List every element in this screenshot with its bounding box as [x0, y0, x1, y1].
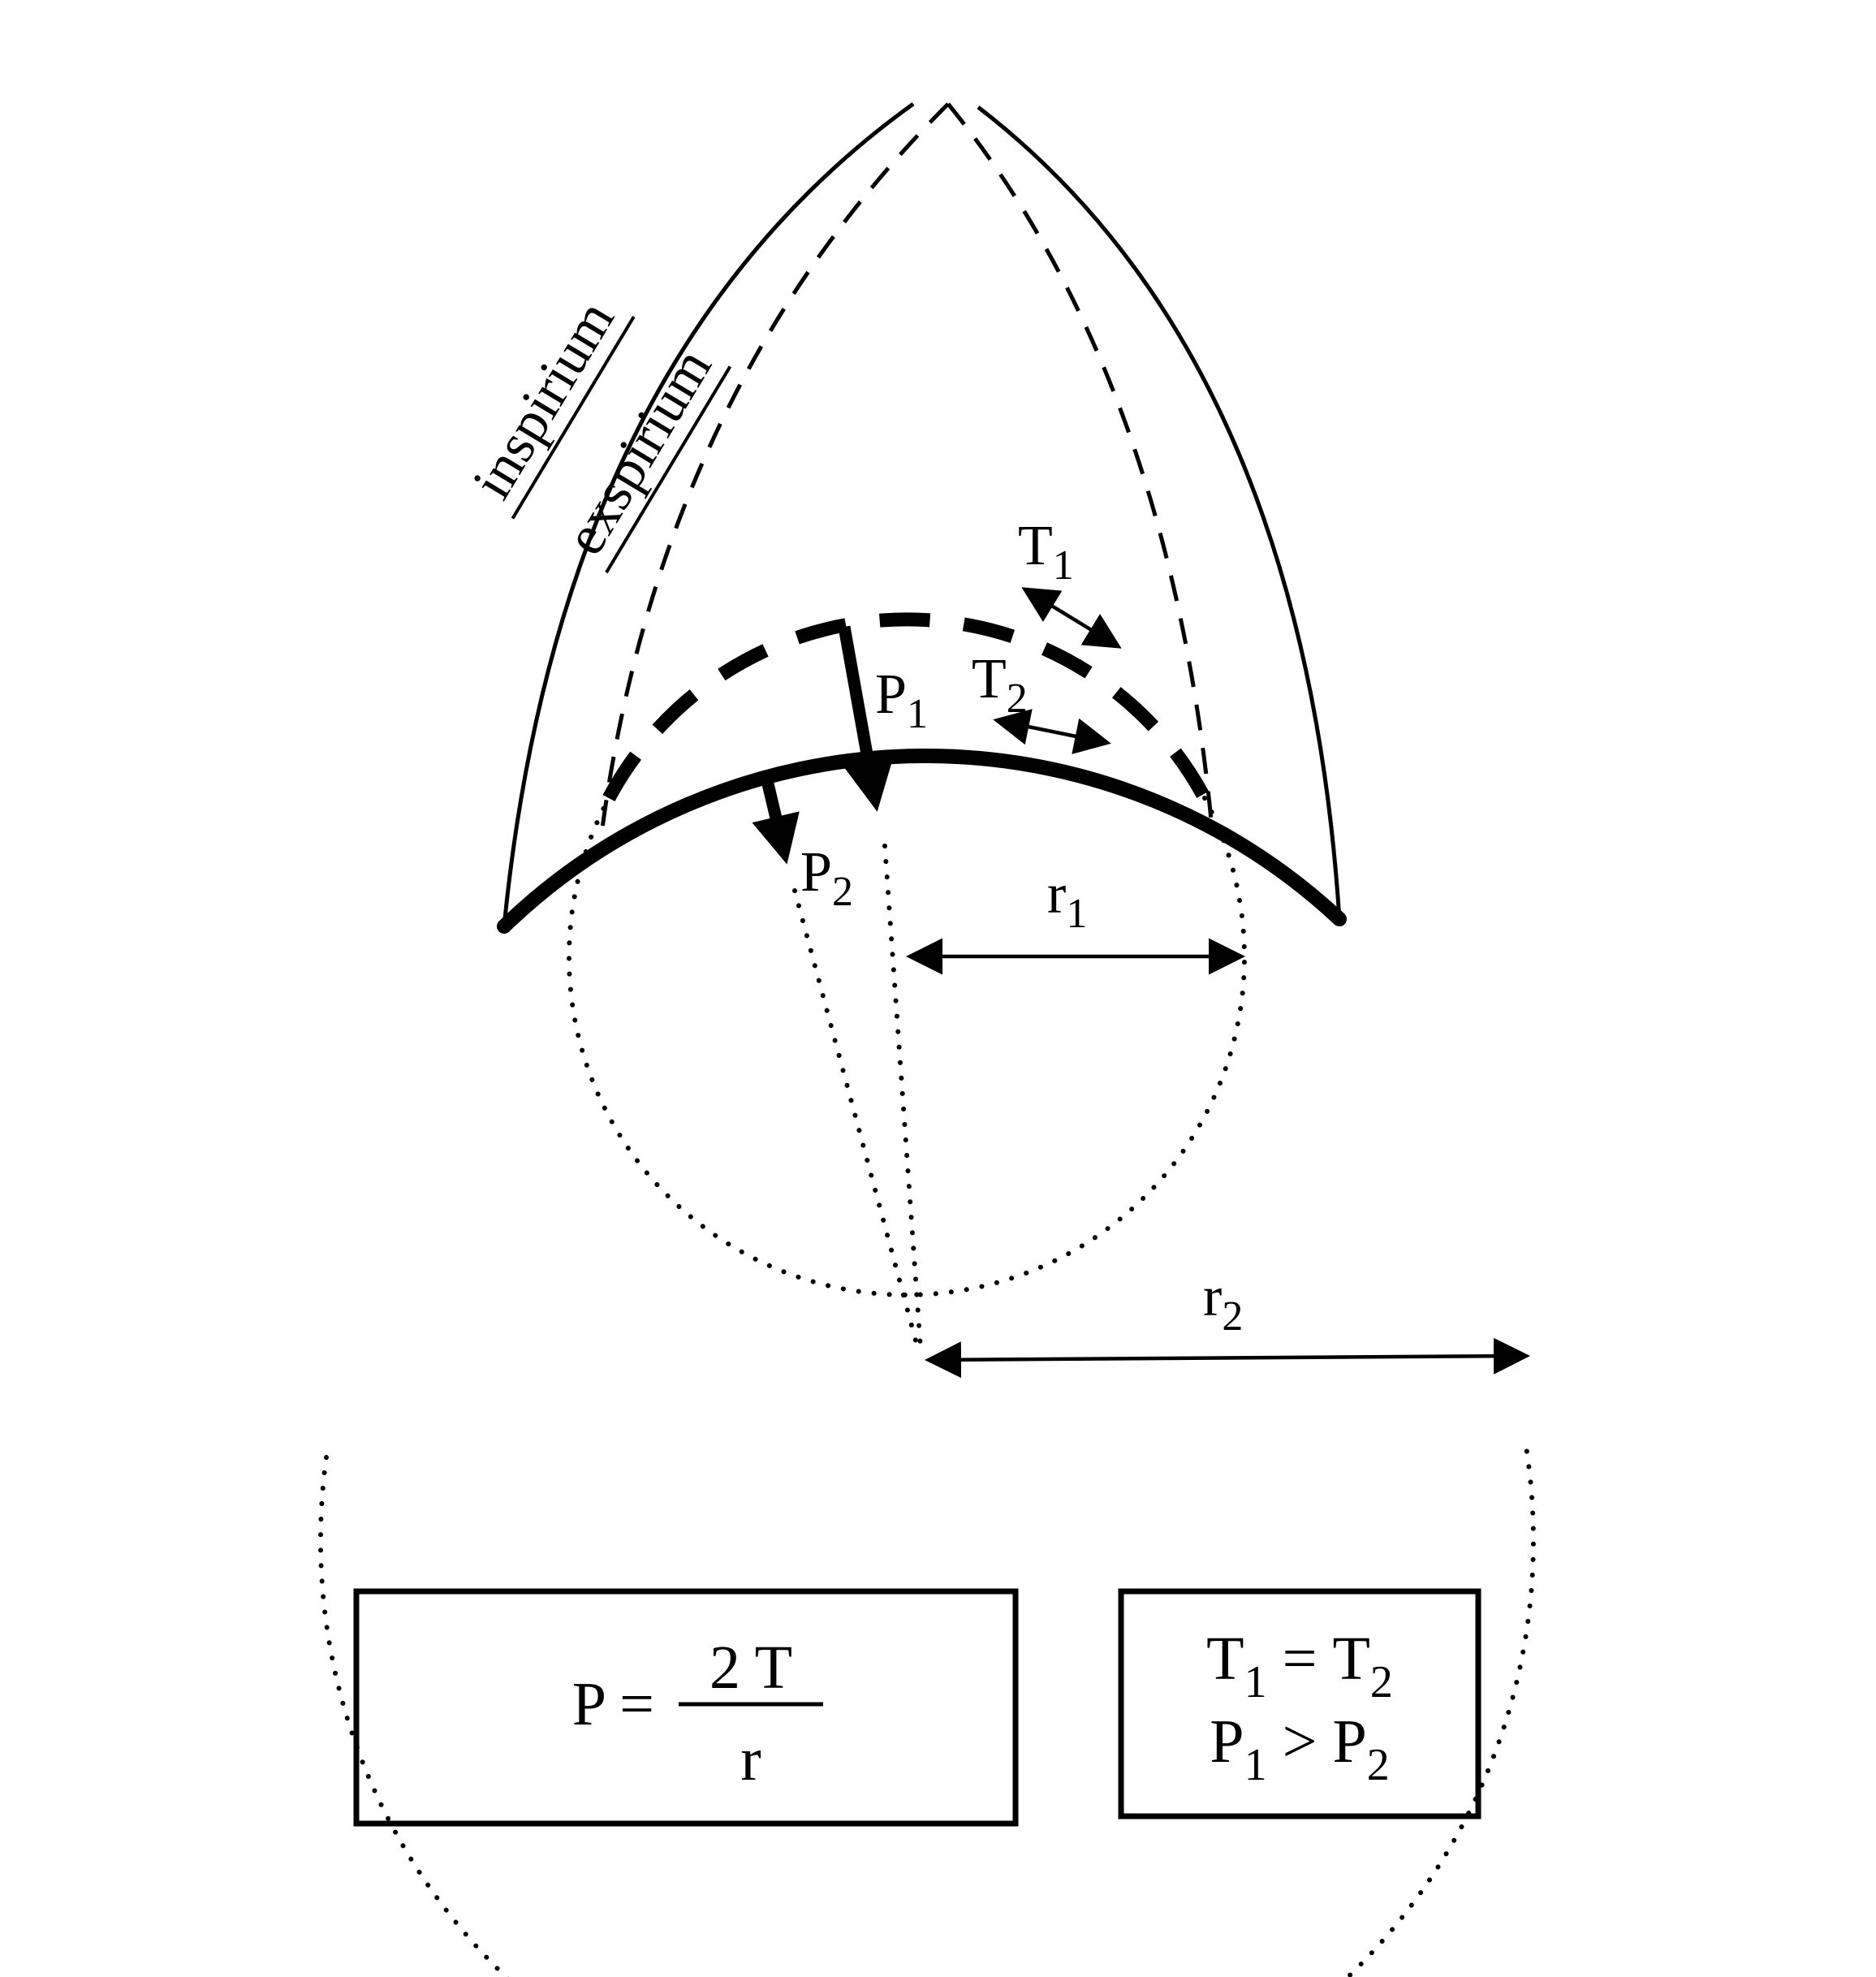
t2-tension-arrow	[993, 709, 1111, 754]
relations-box	[1118, 1588, 1481, 1819]
r2-label: r2	[1203, 1266, 1243, 1340]
relation-line-2: P1 > P2	[1210, 1707, 1389, 1790]
r2-radius-arrow	[925, 1337, 1530, 1379]
small-radius-dotted-circle	[567, 796, 1247, 1297]
formula-box-group: P = 2 T r	[353, 1588, 1019, 1827]
inspirium-underline	[511, 315, 636, 520]
t1-label: T1	[1018, 515, 1074, 589]
p2-pressure-arrow	[752, 775, 800, 865]
p2-label: P2	[800, 841, 853, 915]
relation-line-1: T1 = T2	[1206, 1625, 1393, 1707]
wall-arc-large-radius	[497, 749, 1347, 934]
inspirium-curve-right	[977, 106, 1342, 920]
exspirium-curve-left	[600, 102, 950, 829]
formula-denominator: r	[740, 1725, 761, 1794]
inspirium-curve-left	[502, 101, 915, 927]
r1-label: r1	[1047, 863, 1087, 937]
p1-label: P1	[875, 663, 928, 737]
exspirium-underline	[605, 365, 732, 574]
relations-box-group: T1 = T2 P1 > P2	[1118, 1588, 1481, 1819]
exspirium-curve-right	[947, 102, 1214, 821]
wall-arc-small-radius	[602, 612, 1211, 802]
t2-label: T2	[972, 648, 1028, 722]
formula-lhs: P =	[572, 1670, 654, 1738]
formula-box	[353, 1588, 1019, 1827]
p1-pressure-arrow	[838, 625, 893, 812]
p2-line-of-action-dotted	[792, 888, 921, 1355]
p1-line-of-action-dotted	[882, 844, 923, 1350]
formula-numerator: 2 T	[709, 1634, 792, 1702]
t1-tension-arrow	[1021, 587, 1122, 649]
